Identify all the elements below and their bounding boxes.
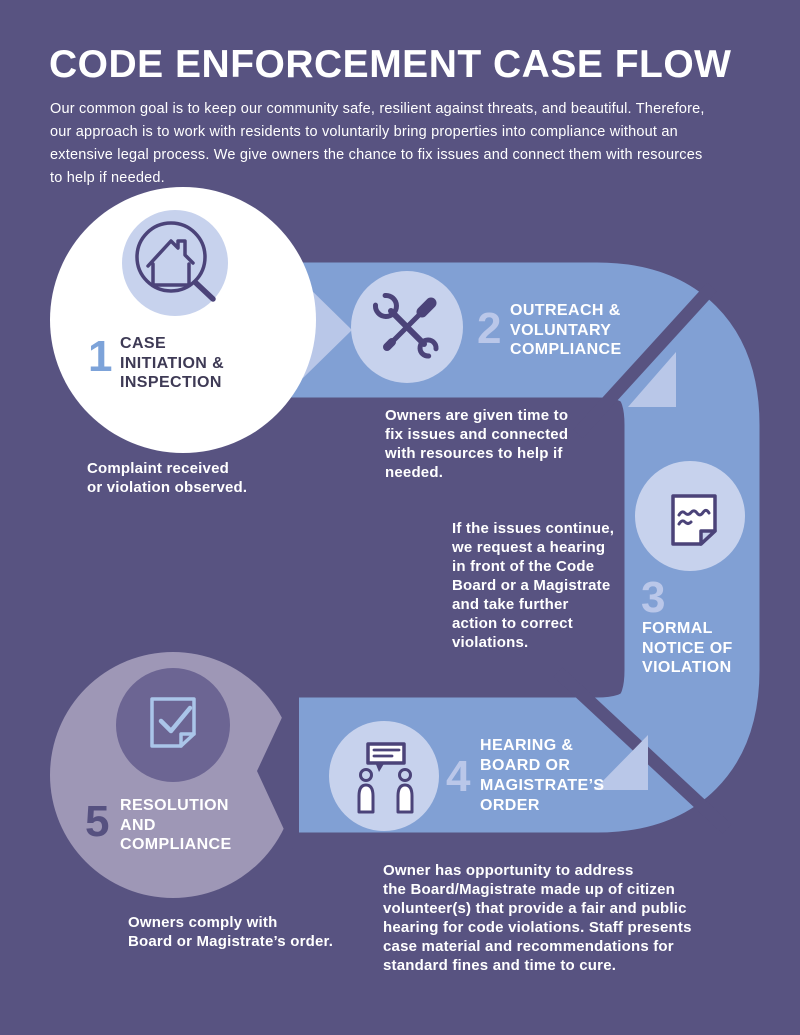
- step-3-description: If the issues continue, we request a hea…: [452, 520, 615, 651]
- hearing-people-icon: [357, 742, 414, 814]
- step-2-number: 2: [477, 304, 502, 353]
- step-4-number: 4: [446, 752, 471, 801]
- step-5-number: 5: [85, 797, 110, 846]
- step-5-inner-circle: [116, 668, 230, 782]
- house-magnifier-icon: [135, 221, 216, 302]
- step-3-label: FORMAL NOTICE OF VIOLATION: [642, 620, 733, 676]
- step-2-label: OUTREACH & VOLUNTARY COMPLIANCE: [510, 302, 622, 358]
- step-2-description: Owners are given time to fix issues and …: [385, 407, 569, 481]
- band-gap-top: [573, 282, 717, 439]
- bend-chevron-bottom-icon: [594, 735, 648, 790]
- tools-icon: [372, 292, 439, 359]
- step-1-label: CASE INITIATION & INSPECTION: [120, 335, 225, 391]
- page-title: CODE ENFORCEMENT CASE FLOW: [49, 43, 732, 86]
- step-4-description: Owner has opportunity to address the Boa…: [383, 862, 692, 974]
- step-5-arrow-notch: [257, 681, 299, 862]
- notice-document-icon: [671, 494, 717, 546]
- step-4-label: HEARING & BOARD OR MAGISTRATE’S ORDER: [480, 737, 605, 814]
- step-1-number: 1: [88, 332, 113, 381]
- step-5-description: Owners comply with Board or Magistrate’s…: [128, 914, 334, 950]
- step-3-number: 3: [641, 573, 666, 622]
- bend-chevron-top-icon: [628, 352, 676, 407]
- step-1-circle: [50, 187, 316, 453]
- step-1-description: Complaint received or violation observed…: [87, 460, 248, 496]
- step-5-label: RESOLUTION AND COMPLIANCE: [120, 797, 232, 853]
- intro-text: Our common goal is to keep our community…: [50, 101, 705, 186]
- document-check-icon: [150, 697, 196, 748]
- step-4-circle: [329, 721, 439, 831]
